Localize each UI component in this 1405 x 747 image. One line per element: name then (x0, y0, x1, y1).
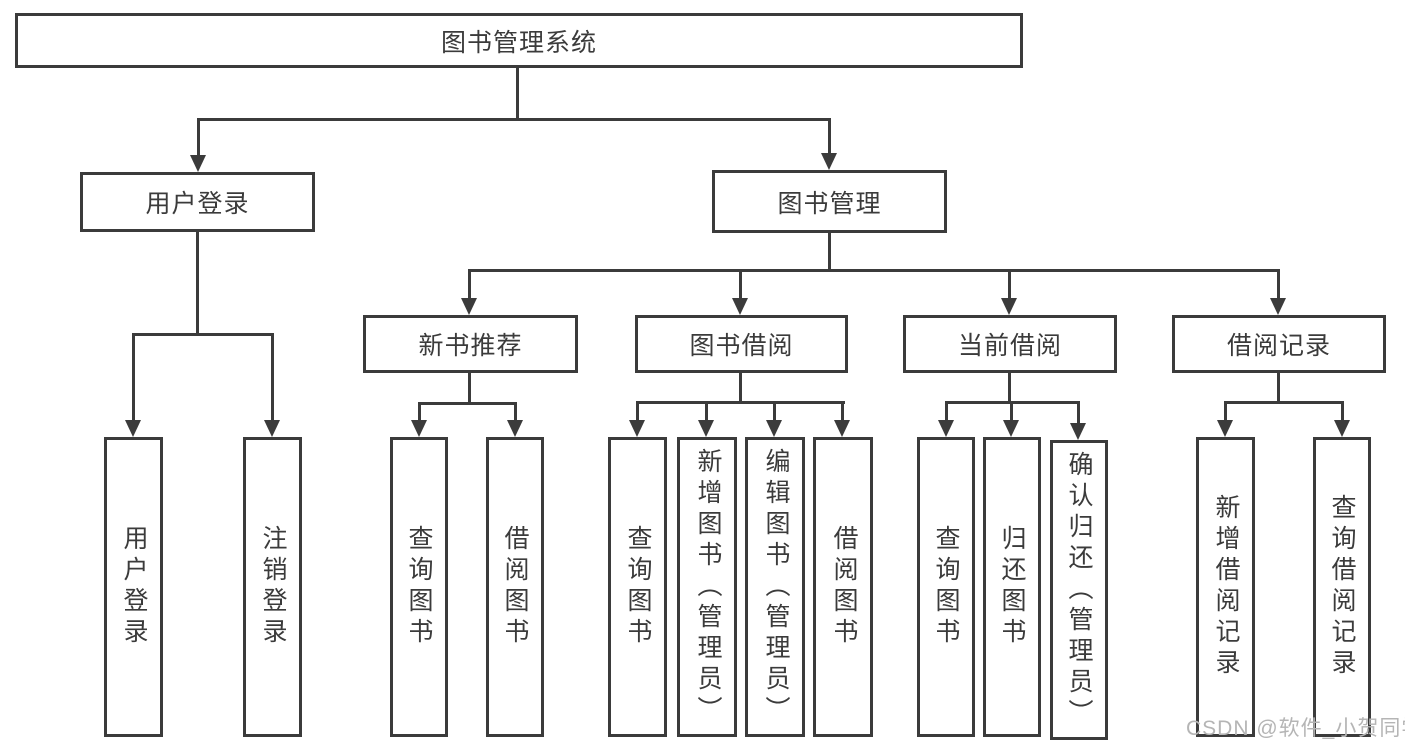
arrow-down-icon (1003, 420, 1019, 437)
node-label: 当前借阅 (957, 332, 1062, 360)
connector-line (516, 68, 519, 120)
connector-line (1224, 401, 1344, 404)
arrow-down-icon (1217, 420, 1233, 437)
node-book-management: 图书管理 (712, 170, 947, 233)
leaf-borrow-books-2: 借阅图书 (813, 437, 873, 737)
arrow-down-icon (1270, 298, 1286, 315)
connector-line (1277, 269, 1280, 300)
connector-line (828, 118, 831, 156)
arrow-down-icon (190, 155, 206, 172)
connector-line (1277, 373, 1280, 404)
arrow-down-icon (698, 420, 714, 437)
node-label: 图书管理系统 (440, 28, 597, 57)
leaf-add-borrow-record: 新增借阅记录 (1196, 437, 1255, 737)
leaf-query-borrow-record: 查询借阅记录 (1313, 437, 1371, 737)
arrow-down-icon (1334, 420, 1350, 437)
connector-line (197, 118, 200, 158)
leaf-confirm-return-admin: 确认归还（管理员） (1050, 440, 1108, 740)
connector-line (1224, 401, 1227, 421)
node-borrow-records: 借阅记录 (1172, 315, 1386, 373)
leaf-edit-books-admin: 编辑图书（管理员） (745, 437, 805, 737)
connector-line (1341, 401, 1344, 421)
connector-line (945, 401, 948, 421)
connector-line (196, 232, 199, 336)
connector-line (514, 402, 517, 421)
node-user-login: 用户登录 (80, 172, 315, 232)
leaf-user-login: 用户登录 (104, 437, 163, 737)
leaf-return-books: 归还图书 (983, 437, 1041, 737)
arrow-down-icon (1070, 423, 1086, 440)
node-label: 图书管理 (777, 189, 882, 218)
node-label: 图书借阅 (689, 332, 794, 360)
node-label: 用户登录 (145, 190, 250, 218)
connector-line (841, 401, 844, 421)
connector-line (197, 118, 831, 121)
arrow-down-icon (834, 420, 850, 437)
connector-line (132, 333, 274, 336)
connector-line (636, 401, 639, 421)
leaf-logout: 注销登录 (243, 437, 302, 737)
leaf-query-books-2: 查询图书 (608, 437, 667, 737)
arrow-down-icon (938, 420, 954, 437)
leaf-add-books-admin: 新增图书（管理员） (677, 437, 737, 737)
connector-line (469, 269, 1280, 272)
arrow-down-icon (125, 420, 141, 437)
arrow-down-icon (507, 420, 523, 437)
connector-line (418, 402, 421, 421)
node-new-book-recommend: 新书推荐 (363, 315, 578, 373)
arrow-down-icon (411, 420, 427, 437)
arrow-down-icon (264, 420, 280, 437)
leaf-query-books-3: 查询图书 (917, 437, 975, 737)
connector-line (636, 401, 845, 404)
arrow-down-icon (821, 153, 837, 170)
connector-line (271, 333, 274, 421)
connector-line (1008, 269, 1011, 300)
connector-line (1077, 401, 1080, 423)
node-label: 新书推荐 (418, 332, 523, 360)
connector-line (1008, 373, 1011, 404)
arrow-down-icon (461, 298, 477, 315)
leaf-borrow-books-1: 借阅图书 (486, 437, 544, 737)
connector-line (705, 401, 708, 421)
arrow-down-icon (766, 420, 782, 437)
connector-line (132, 333, 135, 421)
connector-line (1010, 401, 1013, 421)
node-label: 借阅记录 (1226, 332, 1331, 360)
connector-line (418, 402, 517, 405)
connector-line (739, 373, 742, 404)
node-library-management-system: 图书管理系统 (15, 13, 1023, 68)
connector-line (773, 401, 776, 421)
node-current-borrowing: 当前借阅 (903, 315, 1117, 373)
leaf-query-books-1: 查询图书 (390, 437, 448, 737)
arrow-down-icon (732, 298, 748, 315)
arrow-down-icon (629, 420, 645, 437)
connector-line (739, 269, 742, 300)
arrow-down-icon (1001, 298, 1017, 315)
connector-line (828, 233, 831, 272)
csdn-watermark: CSDN @软件_小贺同学 (1186, 717, 1405, 740)
connector-line (468, 373, 471, 405)
node-book-borrowing: 图书借阅 (635, 315, 848, 373)
connector-line (468, 269, 471, 300)
